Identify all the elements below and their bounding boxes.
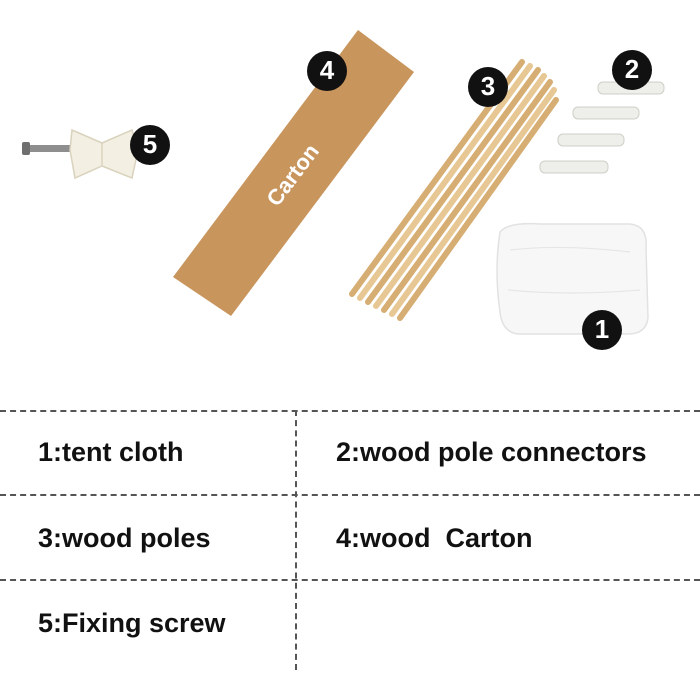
svg-text:3: 3 (481, 71, 495, 101)
svg-text:1: 1 (595, 314, 609, 344)
svg-text:2: 2 (625, 54, 639, 84)
badge-4: 4 (307, 51, 347, 91)
svg-text:4: 4 (320, 55, 335, 85)
pole-connectors-icon (539, 81, 665, 174)
svg-text:5: 5 (143, 129, 157, 159)
badge-3: 3 (468, 67, 508, 107)
carton-icon: Carton (173, 30, 414, 316)
legend-item-fixing-screw: 5:Fixing screw (38, 607, 226, 638)
parts-illustration: Carton 1 2 3 4 5 (22, 30, 665, 350)
legend-column-divider (295, 410, 297, 670)
legend-divider (0, 410, 700, 412)
legend-divider (0, 494, 700, 496)
badge-1: 1 (582, 310, 622, 350)
fixing-screw-icon (22, 128, 139, 180)
parts-legend-table: 1:tent cloth 2:wood pole connectors 3:wo… (0, 410, 700, 670)
legend-item-wood-poles: 3:wood poles (38, 522, 211, 553)
legend-item-wood-carton: 4:wood Carton (336, 522, 533, 553)
legend-divider (0, 579, 700, 581)
badge-5: 5 (130, 125, 170, 165)
wood-poles-icon (349, 59, 559, 321)
legend-item-tent-cloth: 1:tent cloth (38, 436, 184, 467)
badge-2: 2 (612, 50, 652, 90)
legend-item-pole-connectors: 2:wood pole connectors (336, 436, 647, 467)
tent-cloth-icon (496, 222, 649, 335)
